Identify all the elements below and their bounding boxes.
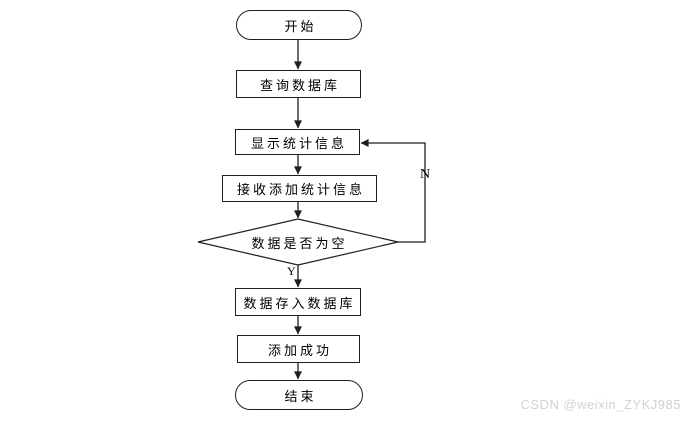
flow-node-start-label: 开始 xyxy=(284,18,317,34)
flow-node-query-db: 查询数据库 xyxy=(236,70,361,98)
flow-node-query-db-label: 查询数据库 xyxy=(259,77,340,93)
flow-node-display-stats-label: 显示统计信息 xyxy=(250,135,347,151)
flow-node-receive-stats-label: 接收添加统计信息 xyxy=(236,182,365,197)
flow-node-end-label: 结束 xyxy=(284,388,317,404)
flow-node-display-stats: 显示统计信息 xyxy=(235,129,360,155)
watermark: CSDN @weixin_ZYKJ985 xyxy=(520,397,681,412)
flow-decision-data-empty-label: 数据是否为空 xyxy=(251,235,348,251)
flow-decision-data-empty: 数据是否为空 xyxy=(218,233,378,251)
edge-label-yes: Y xyxy=(287,264,296,278)
flow-node-add-success: 添加成功 xyxy=(237,335,360,363)
flow-node-store-db: 数据存入数据库 xyxy=(235,288,361,316)
flow-node-store-db-label: 数据存入数据库 xyxy=(243,295,356,311)
flow-node-start: 开始 xyxy=(236,10,362,40)
edge-label-no: N xyxy=(420,167,431,182)
flow-node-receive-stats: 接收添加统计信息 xyxy=(222,175,377,202)
decision-diamond-shape xyxy=(197,218,399,266)
flow-node-add-success-label: 添加成功 xyxy=(267,342,332,358)
edge-decision-no-loop xyxy=(360,139,426,243)
flow-node-end: 结束 xyxy=(235,380,363,410)
